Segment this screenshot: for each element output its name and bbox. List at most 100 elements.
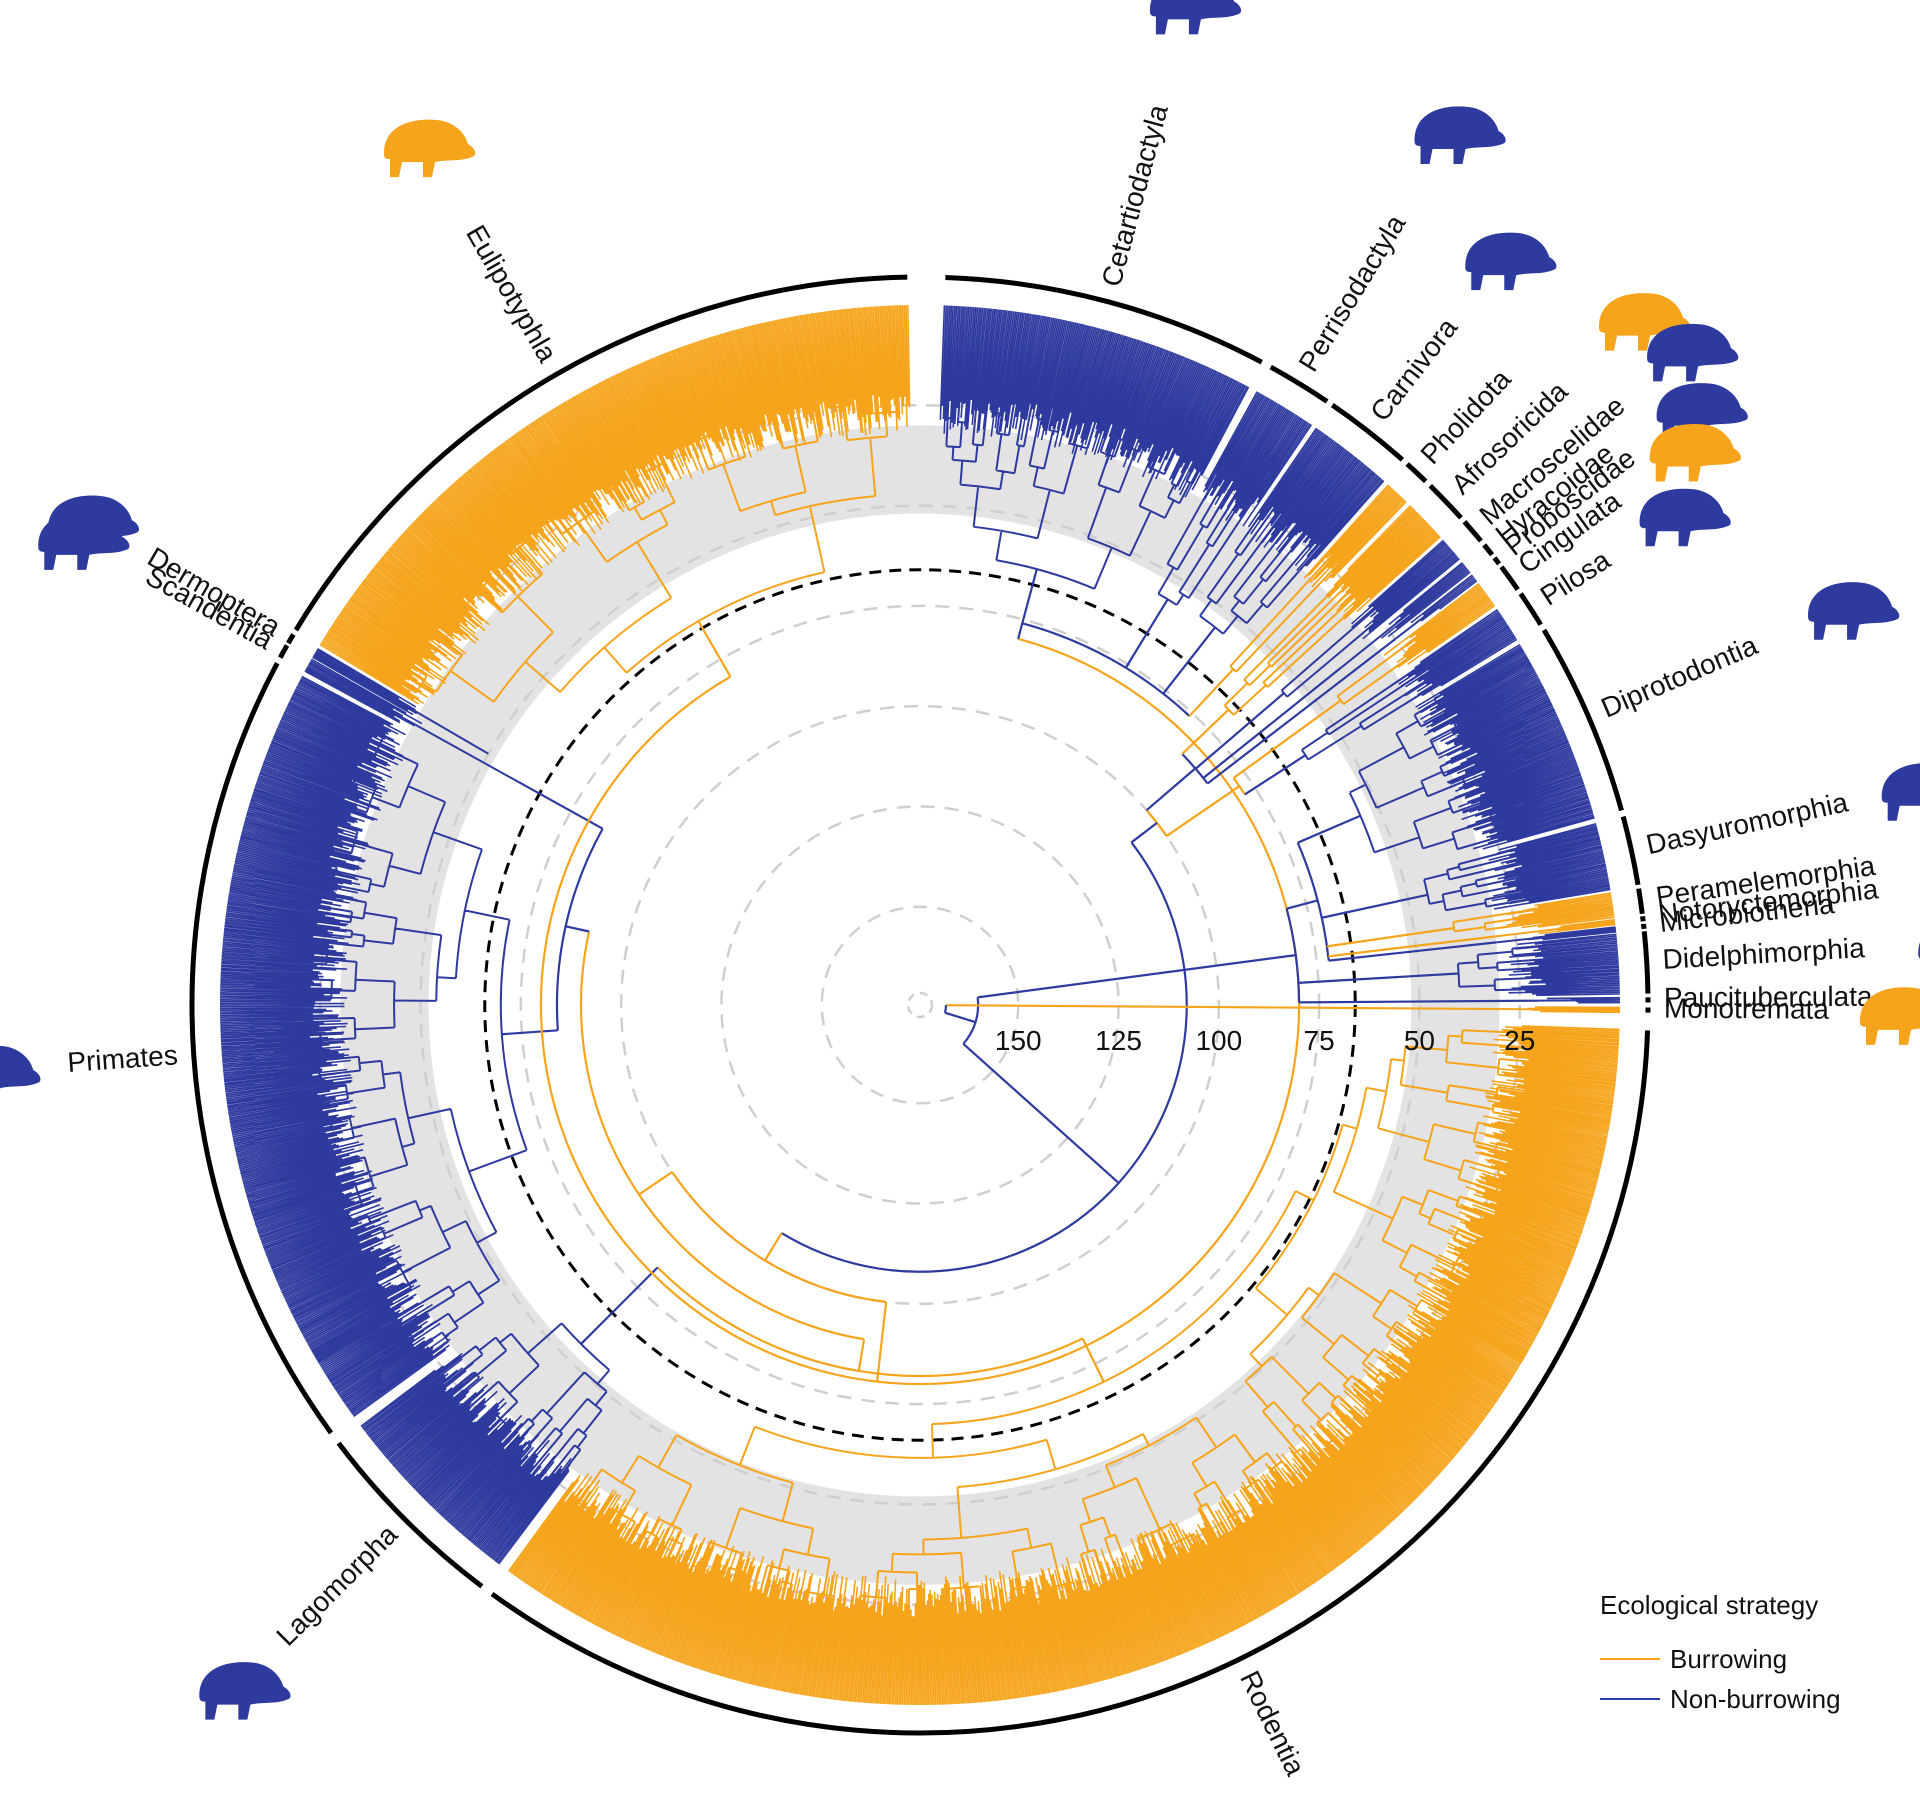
- euarchonta-arc: [555, 828, 604, 1031]
- tip-lines: [319, 305, 911, 705]
- clade-arc-pilosa: [1518, 592, 1543, 626]
- clade-structure-afrosoricida: [1223, 570, 1373, 716]
- tip-fan-diprotodontia: [1415, 643, 1595, 850]
- tip-lines: [1303, 484, 1407, 588]
- clade-label-rodentia: Rodentia: [1234, 1666, 1311, 1781]
- clade-branches: [384, 707, 519, 783]
- clade-label-diprotodontia: Diprotodontia: [1597, 629, 1763, 723]
- clade-label-didelphimorphia: Didelphimorphia: [1662, 932, 1866, 975]
- tip-fan-microbiotheria: [1528, 926, 1617, 941]
- tip-lines: [1247, 427, 1385, 572]
- legend-title: Ecological strategy: [1600, 1590, 1819, 1620]
- tip-fan-hyracoidae: [1380, 561, 1471, 639]
- clade-arc-peramelemorphia: [1636, 888, 1645, 915]
- clade-label-lagomorpha: Lagomorpha: [270, 1518, 403, 1651]
- clade-arc-microbiotheria: [1640, 923, 1647, 930]
- burrowing-swatch: [1600, 1658, 1660, 1660]
- clade-branches: [1423, 847, 1530, 912]
- tip-fan-didelphimorphia: [1508, 933, 1620, 997]
- tip-fan-cingulata: [1383, 583, 1496, 669]
- pholidota-stem: [1188, 668, 1235, 717]
- australidelphia-stem: [1286, 899, 1318, 910]
- euarchonta-stem: [565, 925, 590, 933]
- tasmanian-devil-icon: [1881, 763, 1920, 821]
- tip-lines: [939, 305, 1250, 498]
- tip-fan-primates: [219, 675, 451, 1418]
- clade-arc-eulipotyphla: [293, 274, 908, 632]
- time-tick-150: 150: [995, 1025, 1042, 1056]
- stem-macroscelidae: [1194, 692, 1285, 770]
- stem-microbiotheria: [1328, 941, 1497, 962]
- carnivora-stem: [1162, 626, 1216, 695]
- clade-label-monotremata: Monotremata: [1664, 993, 1830, 1025]
- tip-lines: [1383, 583, 1496, 669]
- clade-arc-pholidota: [1405, 462, 1428, 484]
- scandentia-stem: [517, 781, 604, 830]
- boreoeutheria-arc: [671, 1171, 887, 1304]
- placentalia-stem: [962, 1042, 1120, 1184]
- time-tick-25: 25: [1504, 1025, 1535, 1056]
- clade-arc-carnivora: [1330, 402, 1405, 462]
- clade-arc-proboscidae: [1492, 556, 1502, 566]
- mole-icon: [384, 119, 476, 178]
- legend-label-non-burrowing: Non-burrowing: [1670, 1683, 1841, 1714]
- clade-label-dasyuromorphia: Dasyuromorphia: [1643, 786, 1851, 860]
- tip-fan-lagomorpha: [360, 1352, 572, 1565]
- time-tick-75: 75: [1304, 1025, 1335, 1056]
- theria-stem: [944, 1011, 976, 1024]
- laurasiatheria-stem: [875, 1301, 888, 1382]
- clade-arc-cetartiodactyla: [945, 274, 1263, 365]
- time-tick-100: 100: [1195, 1025, 1242, 1056]
- clade-label-primates: Primates: [66, 1039, 178, 1078]
- boreo-stem: [764, 1232, 783, 1262]
- monotremata-stem: [946, 1004, 1500, 1011]
- time-tick-125: 125: [1095, 1025, 1142, 1056]
- time-ring-125: [720, 805, 1120, 1205]
- tip-fan-pilosa: [1393, 608, 1518, 697]
- anteater-icon: [1639, 488, 1731, 547]
- tip-lines: [1202, 391, 1313, 527]
- tip-fan-proboscidae: [1410, 574, 1478, 625]
- tip-fan-perrisodactyla: [1202, 391, 1313, 527]
- time-ring-75: [519, 604, 1321, 1406]
- non-burrowing-swatch: [1600, 1698, 1660, 1700]
- marsupialia-stem: [977, 954, 1296, 999]
- eulipotyphla-stem: [697, 620, 732, 678]
- stem-hyracoidae: [1202, 666, 1342, 779]
- legend-item-burrowing: Burrowing: [1600, 1639, 1900, 1679]
- atlanto-stem: [1130, 822, 1158, 844]
- glires-stem: [857, 1339, 866, 1372]
- time-ring-layer: [319, 404, 1521, 1606]
- clade-arc-macroscelidae: [1462, 520, 1483, 543]
- tip-lines: [1546, 996, 1621, 1004]
- grey-time-band: [340, 425, 1500, 1585]
- afrotheria-stem: [1145, 767, 1197, 812]
- tip-fan-cetartiodactyla: [939, 305, 1250, 498]
- stem-diprotodontia: [1297, 814, 1361, 844]
- tip-lines: [1325, 505, 1441, 620]
- tip-fan-dasyuromorphia: [1487, 823, 1611, 910]
- tip-lines: [1380, 561, 1471, 639]
- tip-lines: [1508, 933, 1620, 997]
- monkey-icon: [0, 1045, 41, 1090]
- glires-arc: [656, 1266, 1084, 1378]
- clade-arc-afrosoricida: [1428, 483, 1463, 520]
- xenarthra-stem: [1165, 785, 1240, 837]
- clade-label-paucituberculata: Paucituberculata: [1664, 981, 1873, 1013]
- tip-fan-rodentia: [507, 1025, 1620, 1706]
- tip-lines: [304, 658, 423, 727]
- time-tick-50: 50: [1404, 1025, 1435, 1056]
- clade-arc-primates: [189, 662, 334, 1435]
- elephant-shrew-icon: [1647, 323, 1739, 382]
- elephant-icon: [1656, 383, 1748, 441]
- didelphimorphia-stem: [1298, 972, 1459, 984]
- clade-label-carnivora: Carnivora: [1364, 312, 1463, 427]
- time-ring-root: [906, 991, 934, 1019]
- clade-label-cetartiodactyla: Cetartiodactyla: [1096, 101, 1174, 290]
- stem-dasyuromorphia: [1321, 893, 1428, 919]
- tip-lines: [1506, 892, 1615, 929]
- tip-lines: [1528, 926, 1617, 941]
- clade-arc-scandentia: [278, 644, 290, 659]
- platypus-icon: [1859, 987, 1920, 1045]
